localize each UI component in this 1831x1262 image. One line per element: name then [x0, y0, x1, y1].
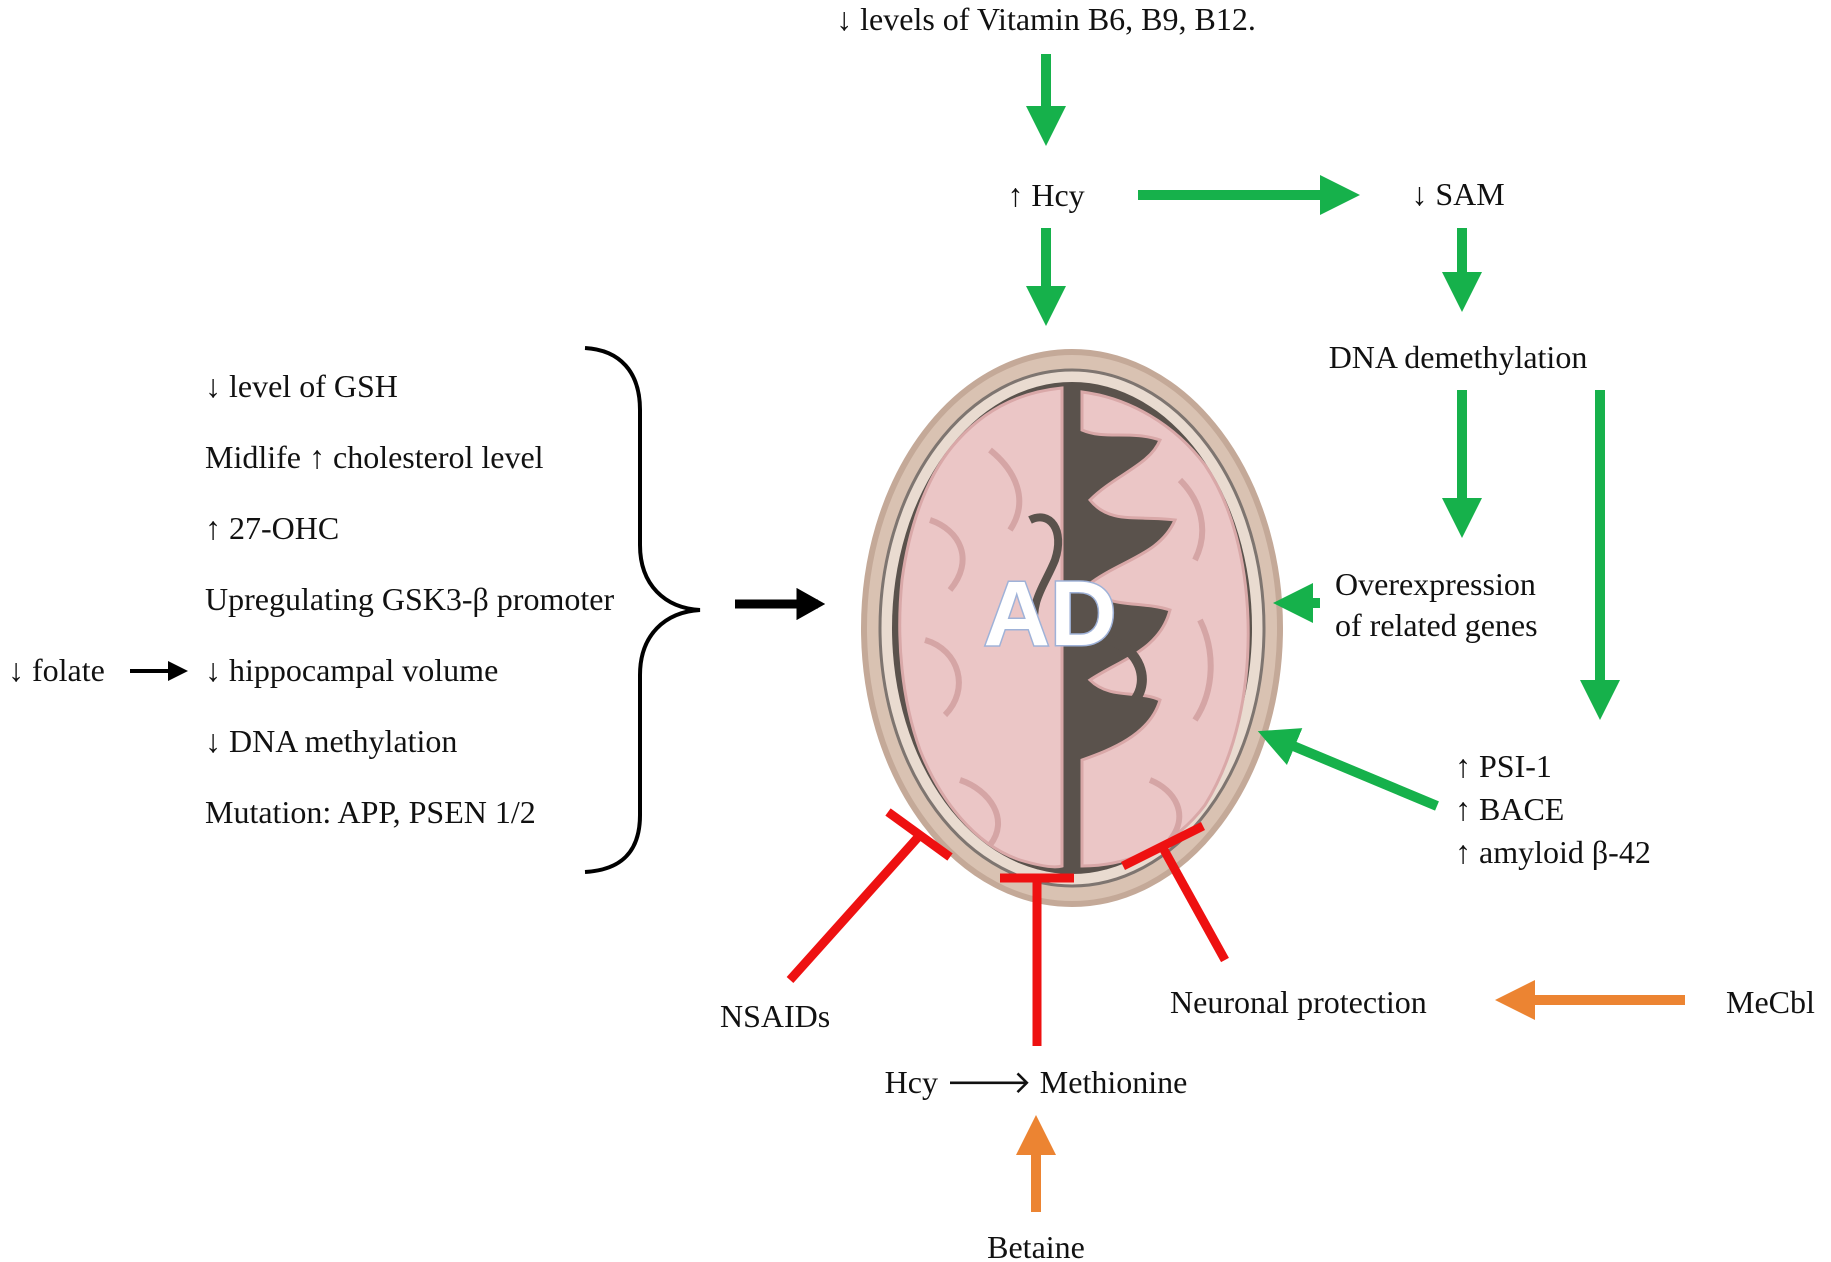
sam-label: ↓ SAM	[1411, 176, 1504, 212]
risk-factor-item: Upregulating GSK3-β promoter	[205, 581, 614, 617]
inhibitor-methionine	[1000, 873, 1074, 1046]
vitamins-label: ↓ levels of Vitamin B6, B9, B12.	[836, 1, 1256, 37]
inhibitor-nsaids	[786, 808, 953, 984]
risk-factor-item: Midlife ↑ cholesterol level	[205, 439, 544, 475]
psi-label: ↑ PSI-1	[1455, 748, 1552, 784]
amyloid-label: ↑ amyloid β-42	[1455, 834, 1651, 870]
brain-illustration: AD	[861, 349, 1283, 907]
risk-factor-item: ↓ hippocampal volume	[205, 652, 498, 688]
ventricle-right	[1108, 635, 1147, 703]
folate-label: ↓ folate	[8, 652, 105, 688]
overexpression-label-line1: Overexpression	[1335, 566, 1536, 602]
inhibitor-neuronal-protection	[1120, 821, 1229, 963]
risk-factor-list: ↓ level of GSH Midlife ↑ cholesterol lev…	[205, 368, 614, 830]
nsaids-label: NSAIDs	[720, 998, 830, 1034]
right-hemisphere	[1080, 390, 1250, 868]
risk-factor-item: Mutation: APP, PSEN 1/2	[205, 794, 536, 830]
ventricle-left	[1028, 513, 1063, 631]
hcy-label: ↑ Hcy	[1007, 177, 1084, 213]
neuronal-protection-label: Neuronal protection	[1170, 984, 1427, 1020]
gyri-left	[924, 447, 1023, 847]
risk-factor-item: ↓ level of GSH	[205, 368, 398, 404]
betaine-label: Betaine	[987, 1229, 1085, 1262]
gyri-right	[1148, 477, 1214, 842]
risk-factor-item: ↑ 27-OHC	[205, 510, 339, 546]
mecbl-label: MeCbl	[1726, 984, 1815, 1020]
arrow-amyloid-to-brain	[1257, 728, 1439, 811]
hcy-methionine-label: Hcy 🡒 Methionine	[885, 1064, 1188, 1100]
brain-label: AD	[984, 563, 1117, 665]
risk-factor-item: ↓ DNA methylation	[205, 723, 457, 759]
overexpression-label-line2: of related genes	[1335, 607, 1538, 643]
dna-demethylation-label: DNA demethylation	[1329, 339, 1588, 375]
curly-brace	[584, 346, 701, 874]
bace-label: ↑ BACE	[1455, 791, 1564, 827]
